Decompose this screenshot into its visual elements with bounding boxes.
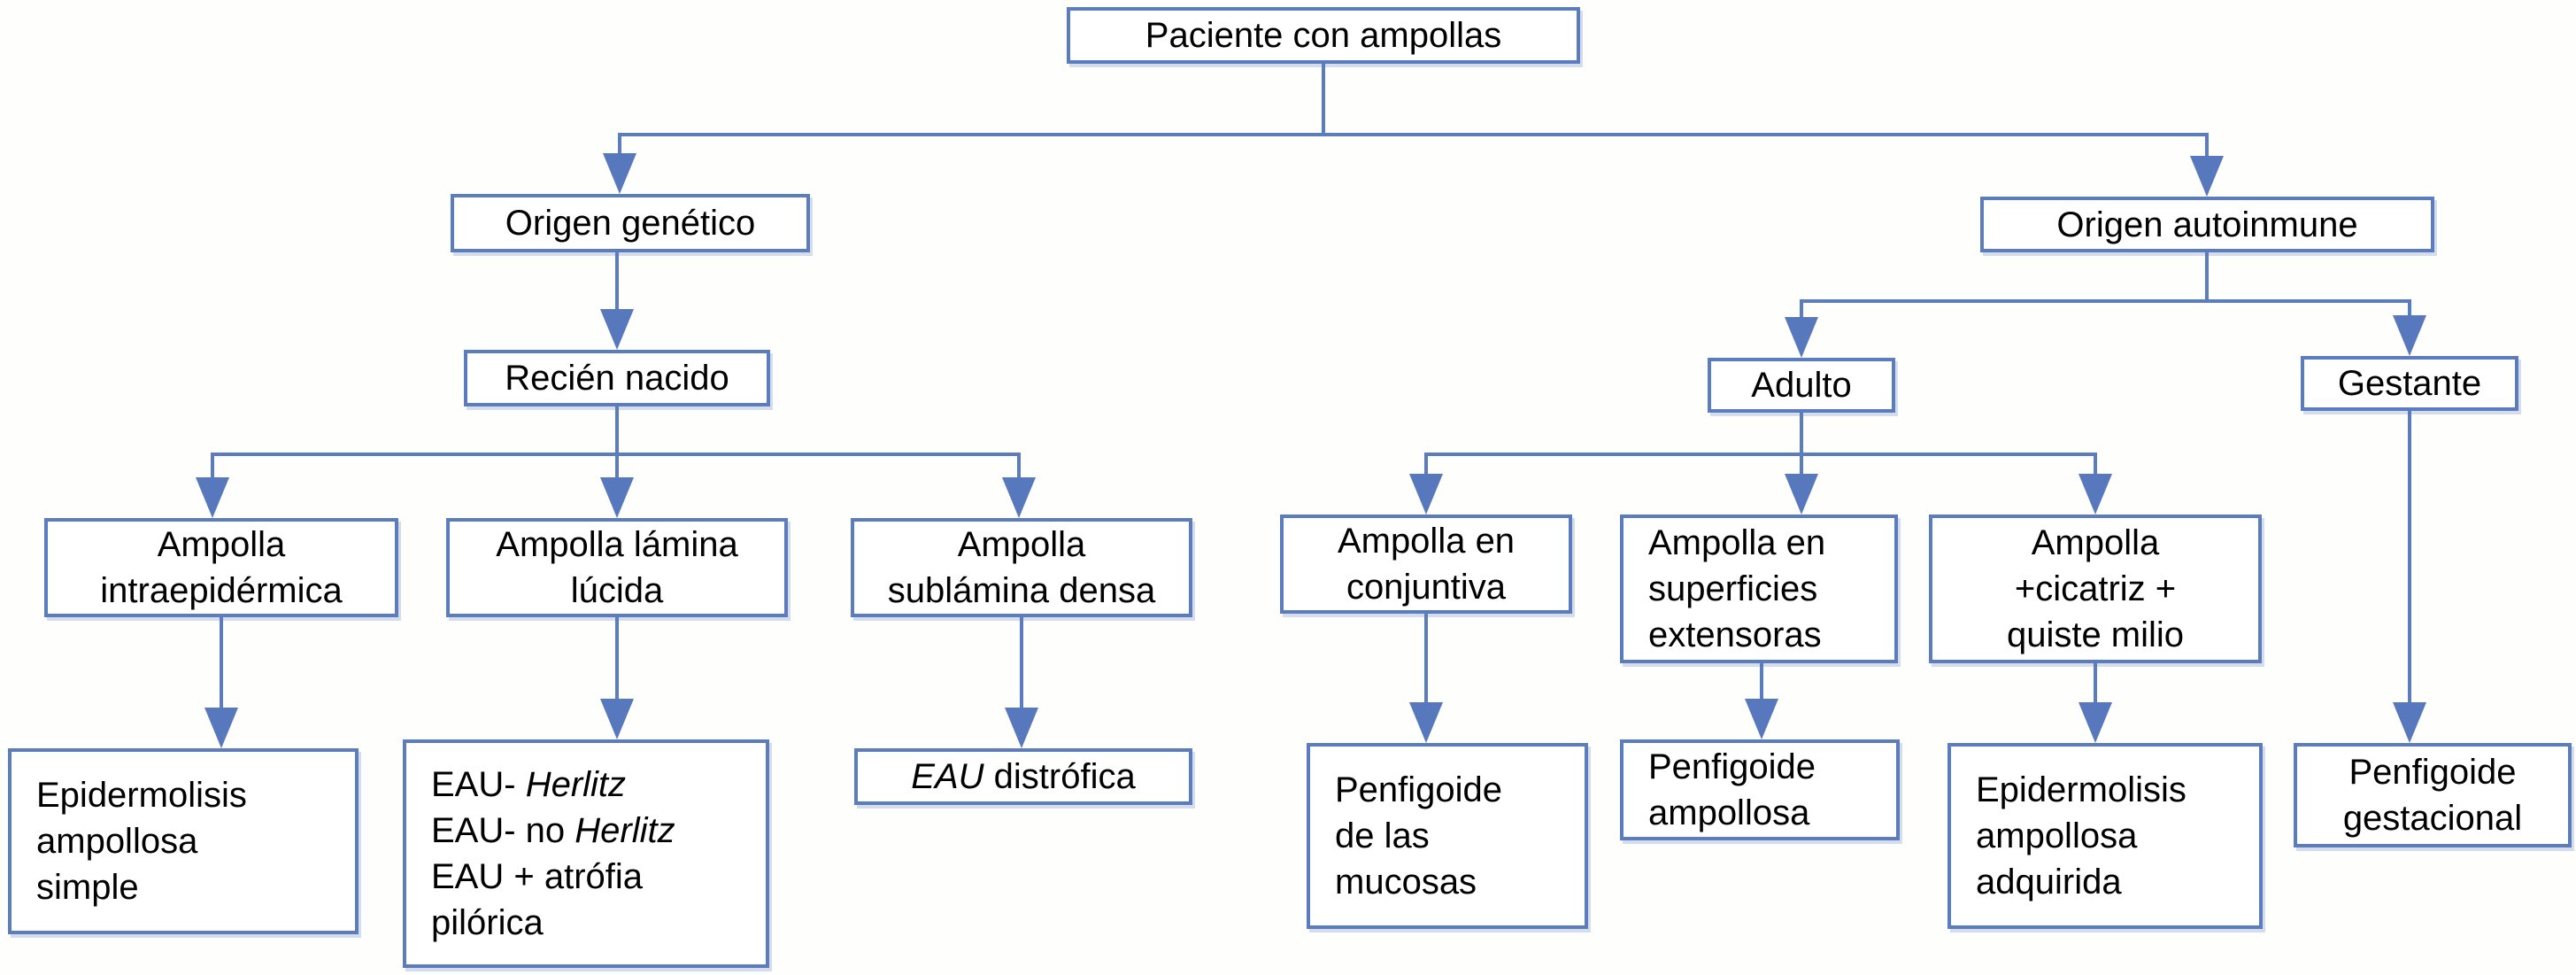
eau-line: pilórica [431,903,544,942]
arrowhead-icon [1005,708,1038,748]
node-origen-genetico: Origen genético [451,194,810,252]
node-label: Epidermolisis ampollosa simple [36,776,247,907]
arrowhead-icon [1785,474,1818,515]
arrowhead-icon [600,309,634,350]
eau-line: EAU + atrófia [431,857,644,896]
eau-line: EAU- no Herlitz [431,811,675,850]
node-eau-distrofica: EAU distrófica [854,748,1192,805]
node-epidermolisis-ampollosa-simple: Epidermolisis ampollosa simple [8,748,359,934]
node-label: Ampolla en superficies extensoras [1648,523,1826,654]
arrowhead-icon [1745,699,1778,739]
node-label: Adulto [1751,366,1852,405]
node-label: Ampolla sublámina densa [887,525,1156,610]
arrowhead-icon [600,477,634,518]
arrowhead-icon [1409,702,1443,743]
node-penfigoide-gestacional: Penfigoide gestacional [2294,743,2572,847]
node-ampolla-en-conjuntiva: Ampolla en conjuntiva [1280,515,1572,614]
node-label: Ampolla en conjuntiva [1337,522,1516,607]
node-label: Ampolla +cicatriz + quiste milio [2006,523,2185,654]
node-label: Paciente con ampollas [1145,16,1502,55]
eau-line: EAU- Herlitz [431,765,627,804]
node-label: Epidermolisis ampollosa adquirida [1976,770,2187,901]
node-gestante: Gestante [2301,356,2518,411]
arrowhead-icon [2393,315,2426,356]
node-label: EAU distrófica [911,757,1136,796]
node-ampolla-cicatriz-quiste-milio: Ampolla +cicatriz + quiste milio [1929,515,2262,663]
arrowhead-icon [1002,477,1036,518]
node-eau-herlitz-list: EAU- Herlitz EAU- no Herlitz EAU + atróf… [403,739,769,968]
node-ampolla-lamina-lucida: Ampolla lámina lúcida [446,518,788,617]
node-ampolla-superficies-extensoras: Ampolla en superficies extensoras [1620,515,1898,663]
node-label: Recién nacido [505,359,729,398]
node-label: Penfigoide gestacional [2342,753,2523,838]
node-label: Penfigoide de las mucosas [1335,770,1503,901]
node-adulto: Adulto [1708,358,1895,413]
node-label: Ampolla intraepidérmica [100,525,343,610]
node-ampolla-sublamina-densa: Ampolla sublámina densa [851,518,1192,617]
node-label: Origen genético [505,204,756,243]
node-label: EAU- Herlitz EAU- no Herlitz EAU + atróf… [431,762,675,946]
node-label: Origen autoinmune [2056,205,2358,244]
arrowhead-icon [204,708,238,748]
arrowhead-icon [1409,474,1443,515]
node-label: Penfigoide ampollosa [1648,747,1816,832]
node-label: Gestante [2337,364,2482,403]
arrowhead-icon [600,699,634,739]
node-origen-autoinmune: Origen autoinmune [1980,197,2434,252]
node-recien-nacido: Recién nacido [464,350,770,406]
arrowhead-icon [2393,702,2426,743]
arrowhead-icon [2079,702,2112,743]
node-penfigoide-mucosas: Penfigoide de las mucosas [1307,743,1588,929]
node-ampolla-intraepidermica: Ampolla intraepidérmica [44,518,398,617]
node-paciente-con-ampollas: Paciente con ampollas [1067,7,1580,64]
node-label: Ampolla lámina lúcida [496,525,738,610]
node-penfigoide-ampollosa: Penfigoide ampollosa [1620,739,1900,840]
arrowhead-icon [196,477,229,518]
arrowhead-icon [2079,474,2112,515]
arrowhead-icon [1785,317,1818,358]
arrowhead-icon [2190,156,2224,197]
arrowhead-icon [603,153,636,194]
node-epidermolisis-ampollosa-adquirida: Epidermolisis ampollosa adquirida [1947,743,2263,929]
